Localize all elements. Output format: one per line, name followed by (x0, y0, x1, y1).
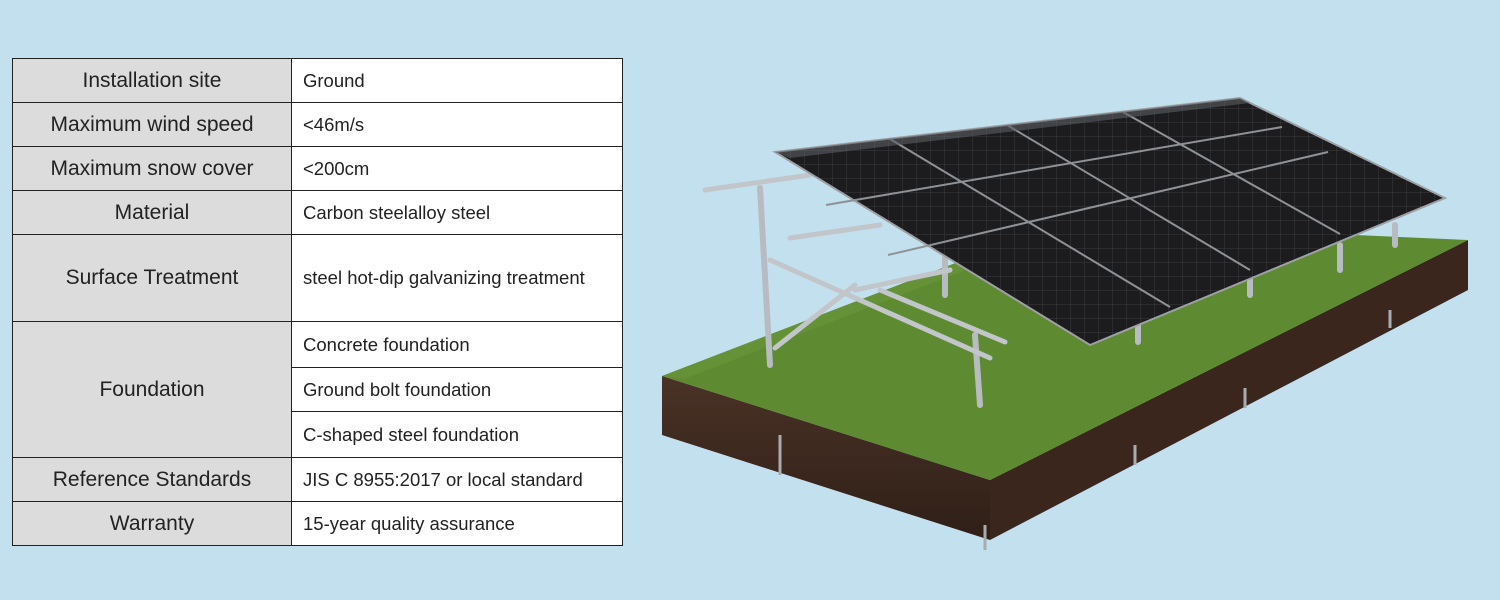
spec-label-material: Material (12, 190, 292, 235)
spec-label-warranty: Warranty (12, 501, 292, 546)
table-row: Installation site Ground (12, 58, 623, 103)
table-row: Surface Treatment steel hot-dip galvaniz… (12, 234, 623, 322)
spec-label-wind-speed: Maximum wind speed (12, 102, 292, 147)
spec-label-surface-treatment: Surface Treatment (12, 234, 292, 322)
spec-value-foundation-ground-bolt: Ground bolt foundation (291, 367, 623, 412)
spec-label-installation-site: Installation site (12, 58, 292, 103)
table-row: Foundation Concrete foundation (12, 321, 623, 458)
ground-screws (778, 310, 1392, 550)
table-row: C-shaped steel foundation (13, 411, 623, 458)
spec-value-surface-treatment: steel hot-dip galvanizing treatment (291, 234, 623, 322)
spec-value-warranty: 15-year quality assurance (291, 501, 623, 546)
table-row: Maximum snow cover <200cm (12, 146, 623, 191)
spec-label-snow-cover: Maximum snow cover (12, 146, 292, 191)
soil-front-face (662, 376, 990, 540)
spec-label-foundation: Foundation (12, 321, 292, 458)
table-row: Warranty 15-year quality assurance (12, 501, 623, 546)
spec-value-installation-site: Ground (291, 58, 623, 103)
spec-value-material: Carbon steelalloy steel (291, 190, 623, 235)
table-row: Reference Standards JIS C 8955:2017 or l… (12, 457, 623, 502)
solar-array-illustration (662, 96, 1468, 550)
spec-value-foundation-concrete: Concrete foundation (291, 321, 623, 368)
table-row: Material Carbon steelalloy steel (12, 190, 623, 235)
grass-top (662, 222, 1468, 480)
panel-grid-lines (825, 111, 1341, 308)
table-row: Ground bolt foundation (13, 367, 623, 412)
spec-label-reference-standards: Reference Standards (12, 457, 292, 502)
spec-value-snow-cover: <200cm (291, 146, 623, 191)
spec-value-wind-speed: <46m/s (291, 102, 623, 147)
spec-value-reference-standards: JIS C 8955:2017 or local standard (291, 457, 623, 502)
frame-bracing (702, 172, 1008, 361)
table-row: Maximum wind speed <46m/s (12, 102, 623, 147)
spec-table: Installation site Ground Maximum wind sp… (12, 58, 623, 546)
soil-right-face (990, 240, 1468, 540)
spec-value-foundation-c-shaped: C-shaped steel foundation (291, 411, 623, 458)
